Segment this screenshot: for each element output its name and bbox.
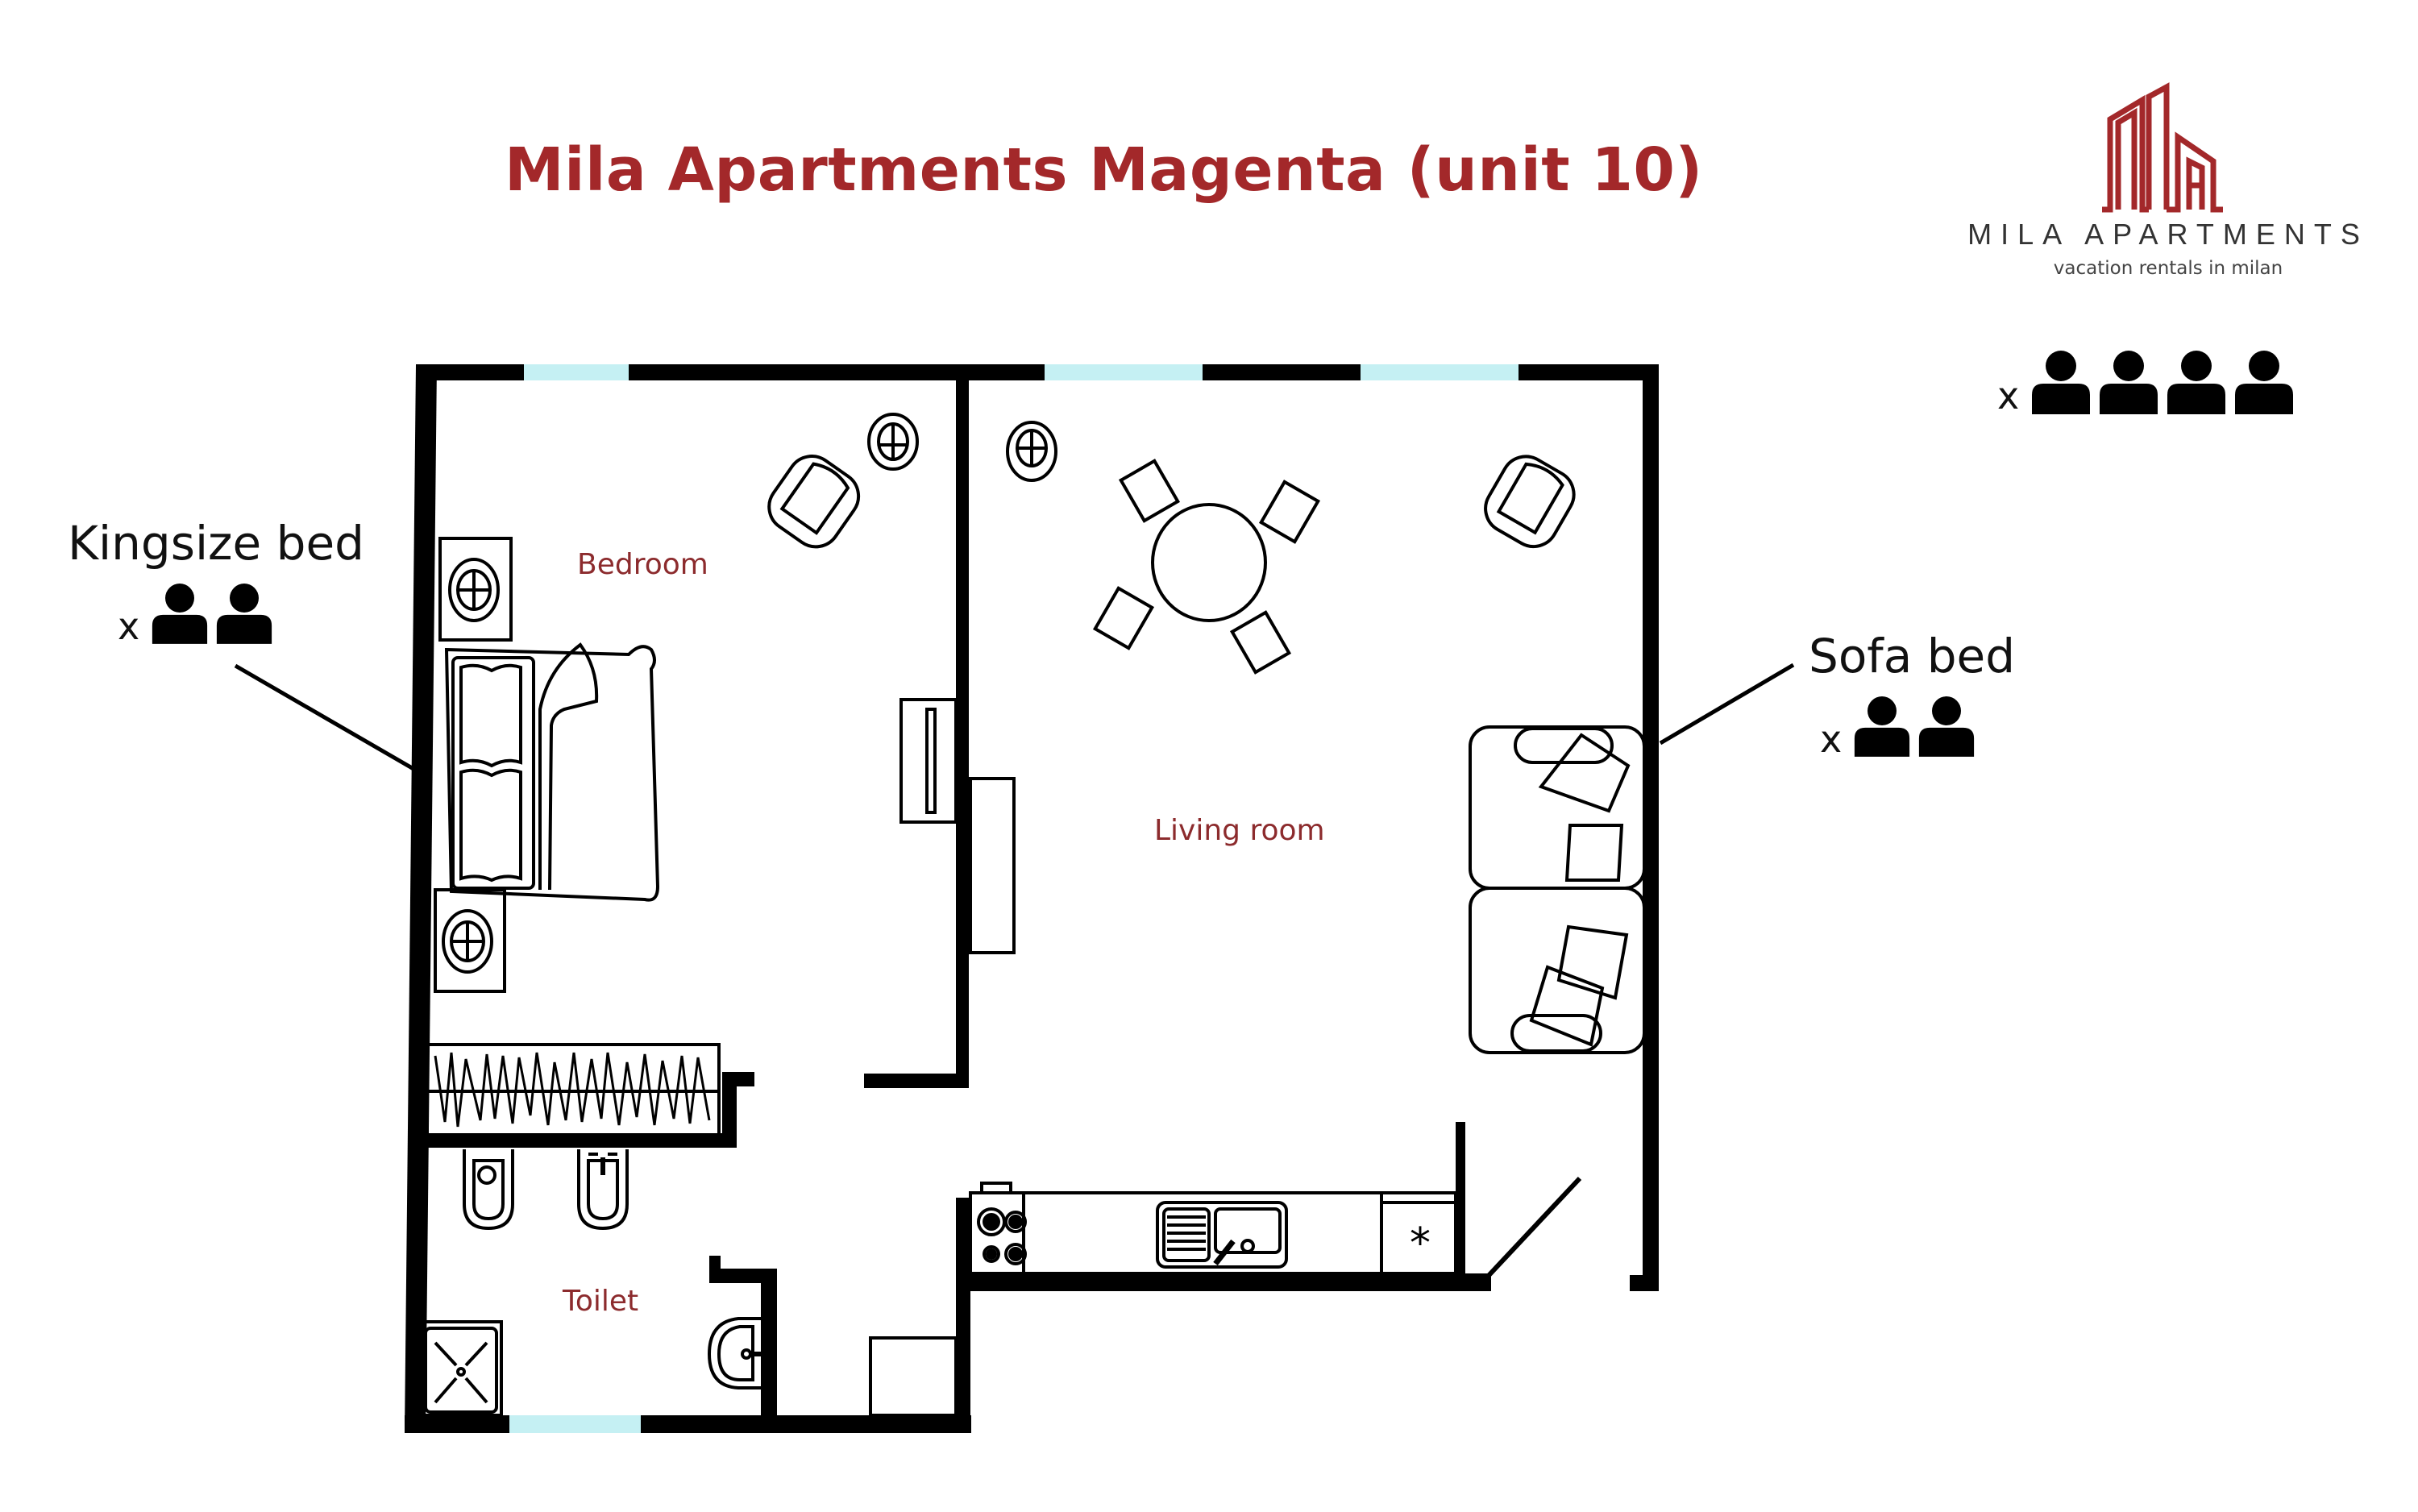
- bidet: [577, 1149, 629, 1231]
- person-icon: [2235, 351, 2294, 414]
- wc: [463, 1149, 514, 1231]
- kingsize-bed: [444, 642, 660, 902]
- building-logo-icon: [2102, 82, 2223, 213]
- person-icon: [2167, 351, 2226, 414]
- room-label-toilet: Toilet: [563, 1285, 639, 1318]
- total-capacity: x: [1997, 350, 2295, 414]
- fridge: [1380, 1191, 1457, 1275]
- bed-multiplier: x: [1820, 717, 1843, 761]
- sofa-bed-label: Sofa bed: [1809, 629, 2016, 683]
- storage-cupboard: [869, 1336, 958, 1417]
- kingsize-leader-line: [234, 663, 421, 775]
- closet-hanging-rail: [426, 1043, 721, 1138]
- walls: [405, 364, 1659, 1433]
- kitchen-sink: [1156, 1201, 1288, 1269]
- sofa-bed-callout: Sofa bed x: [1809, 629, 2015, 758]
- room-label-living-room: Living room: [1154, 814, 1325, 847]
- person-icon: [217, 584, 272, 644]
- logo-tagline: vacation rentals in milan: [2053, 258, 2283, 279]
- bathroom-sink: [707, 1317, 761, 1389]
- sofa-bed: [1469, 725, 1646, 1054]
- armchair-living: [1484, 455, 1576, 549]
- kingsize-bed-label: Kingsize bed: [68, 516, 364, 571]
- person-icon: [152, 584, 208, 644]
- bedside-table-top: [438, 537, 513, 642]
- dining-table: [1092, 459, 1321, 675]
- room-label-bedroom: Bedroom: [577, 548, 708, 581]
- lamp-bedroom: [867, 413, 919, 471]
- wardrobe-bedroom: [899, 698, 958, 824]
- kingsize-bed-callout: Kingsize bed x: [68, 516, 364, 645]
- fridge-icon: *: [1410, 1219, 1431, 1268]
- person-icon: [1855, 696, 1910, 757]
- windows: [509, 364, 1519, 1433]
- armchair-bedroom: [767, 455, 861, 549]
- shower-tray: [419, 1320, 503, 1417]
- logo-name: MILA APARTMENTS: [1967, 218, 2369, 251]
- page-title: Mila Apartments Magenta (unit 10): [505, 135, 1703, 205]
- person-icon: [1919, 696, 1975, 757]
- lamp-living: [1006, 421, 1057, 482]
- person-icon: [2032, 351, 2091, 414]
- living-room-shelf: [969, 777, 1016, 954]
- bedside-table-bottom: [434, 888, 506, 993]
- person-icon: [2100, 351, 2158, 414]
- brand-logo: MILA APARTMENTS vacation rentals in mila…: [1951, 64, 2386, 298]
- kitchen-counter: [969, 1182, 1457, 1275]
- bed-multiplier: x: [118, 604, 140, 648]
- sofa-leader-line: [1659, 663, 1795, 746]
- kitchen-door: [1481, 1176, 1582, 1284]
- capacity-multiplier: x: [1997, 374, 2020, 417]
